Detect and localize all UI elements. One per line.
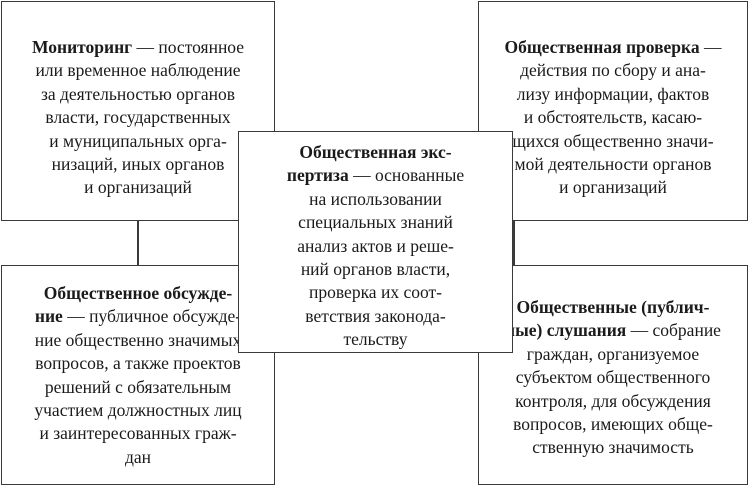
public-expertise-text-line: тельству [343, 329, 408, 350]
public-expertise-box: Общественная экс- пертиза — основанные н… [238, 131, 513, 353]
monitoring-term: Мониторинг [31, 37, 133, 57]
public-check-text-line: действия по сбору и ана- [520, 60, 706, 81]
public-check-text-line: и организаций [559, 177, 667, 198]
public-discussion-text-line: участием должностных лиц [34, 400, 242, 421]
public-expertise-text-line: анализ актов и реше- [297, 235, 454, 256]
monitoring-text-line: и муниципальных орга- [49, 130, 227, 151]
public-check-box: Общественная проверка — действия по сбор… [478, 1, 748, 221]
public-expertise-text-line: проверка их соот- [309, 282, 442, 303]
public-hearings-text-line: граждан, организуемое [526, 343, 700, 364]
public-discussion-term: Общественное обсужде- [43, 283, 233, 303]
public-discussion-box: Общественное обсужде- ние — публичное об… [1, 265, 275, 485]
public-check-term: Общественная проверка [504, 37, 700, 57]
public-discussion-text-line: дан [124, 446, 152, 467]
public-discussion-text-line: ние общественно значимых [34, 329, 242, 350]
public-discussion-text-line: и заинтересованных граж- [39, 423, 237, 444]
monitoring-text-line: или временное наблюдение [35, 60, 241, 81]
public-hearings-text-line: вопросов, имеющих обще- [513, 414, 713, 435]
public-expertise-term: Общественная экс- [299, 142, 452, 162]
public-discussion-text-line: решений с обязательным [44, 376, 232, 397]
public-check-text-line: лизу информации, фактов [516, 83, 710, 104]
public-expertise-term: пертиза [286, 165, 349, 186]
public-check-text-line: и обстоятельств, касаю- [523, 107, 703, 128]
public-discussion-text-line: — публичное обсужде- [62, 306, 242, 327]
public-expertise-text-line: специальных знаний [298, 212, 453, 233]
public-check-text-line: щихся общественно значи- [512, 130, 714, 151]
monitoring-text-line: низаций, иных органов [51, 154, 225, 175]
monitoring-box: Мониторинг — постоянное или временное на… [1, 1, 275, 221]
public-check-text-line: — [699, 37, 722, 57]
public-expertise-text-line: — основанные [348, 165, 465, 186]
public-expertise-text-line: на использовании [309, 188, 442, 209]
public-hearings-text-line: субъектом общественного [515, 367, 711, 388]
public-expertise-text-line: ний органов власти, [300, 259, 451, 280]
connector-line-left [137, 220, 139, 266]
monitoring-text-line: за деятельностью органов [40, 83, 236, 104]
public-check-text-line: мой деятельности органов [514, 154, 712, 175]
public-discussion-term: ние [34, 306, 63, 327]
monitoring-text-line: — постоянное [132, 37, 245, 57]
public-discussion-text-line: вопросов, а также проектов [35, 353, 241, 374]
monitoring-text-line: и организаций [84, 177, 192, 198]
public-hearings-box: Общественные (публич- ные) слушания — со… [478, 265, 748, 485]
public-hearings-text-line: — собрание [626, 320, 721, 341]
public-hearings-text-line: ственную значимость [532, 437, 694, 458]
public-hearings-text-line: контроля, для обсуждения [515, 390, 711, 411]
public-hearings-term: ные) слушания [505, 320, 627, 341]
connector-line-right [513, 220, 515, 266]
monitoring-text-line: власти, государственных [45, 107, 231, 128]
public-expertise-text-line: ветствия законода- [305, 305, 446, 326]
public-hearings-term: Общественные (публич- [516, 297, 710, 317]
